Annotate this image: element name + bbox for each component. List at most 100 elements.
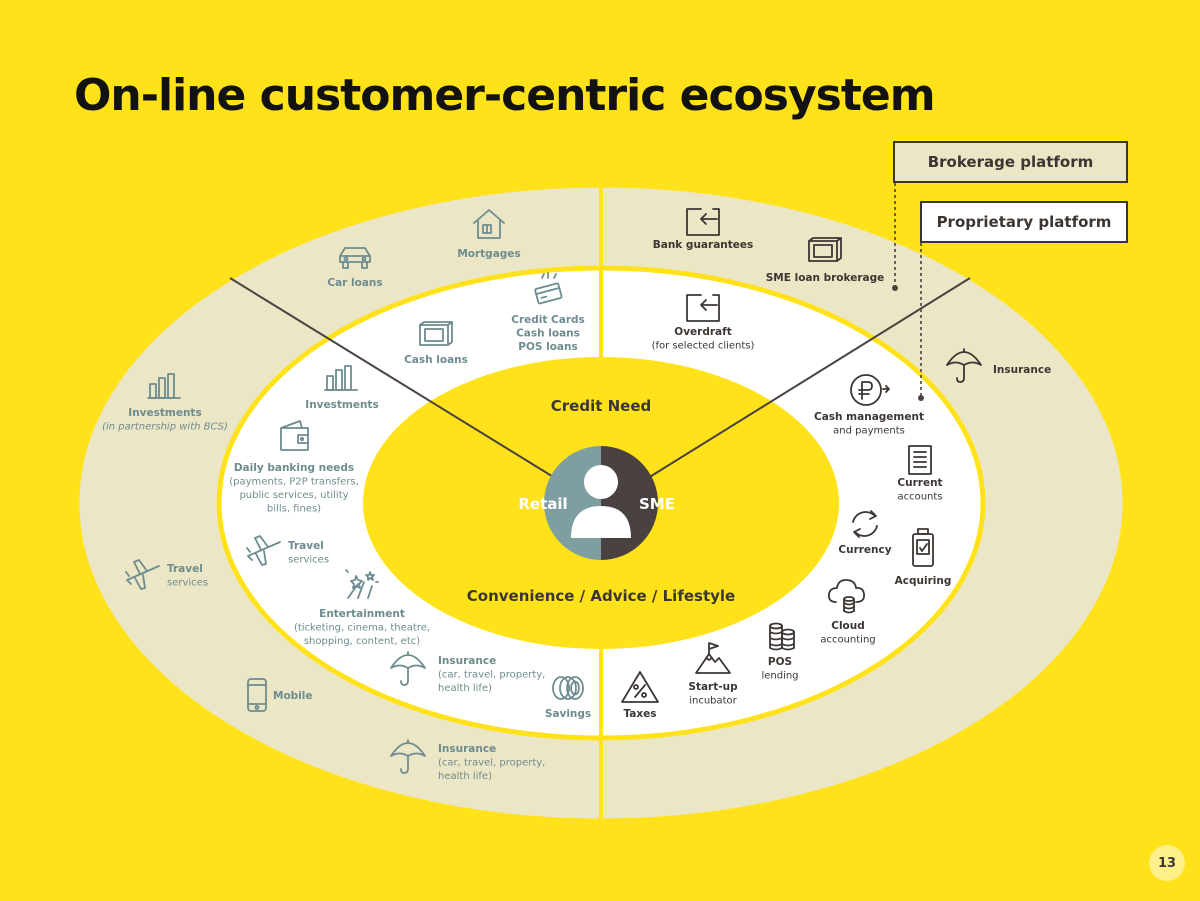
sme-outer-item-insurance: Insurance — [946, 348, 1051, 383]
retail-outer-item-label: Mobile — [273, 690, 313, 702]
credit-need-label: Credit Need — [551, 397, 652, 415]
retail-inner-item-entertainment: Entertainment(ticketing, cinema, theatre… — [294, 569, 430, 647]
document-list-icon — [908, 445, 932, 475]
retail-outer-item-detail: (in partnership with BCS) — [102, 422, 228, 433]
sme-inner-item-label: Cloud — [831, 620, 865, 632]
sme-inner-item-pos: POS lending — [761, 622, 799, 682]
retail-inner-item-detail: bills, fines) — [267, 504, 321, 515]
retail-outer-item-detail: (car, travel, property, — [438, 758, 545, 769]
retail-inner-item-detail: services — [288, 555, 329, 566]
sme-inner-item-label: Taxes — [623, 708, 656, 720]
legend-brokerage-label: Brokerage platform — [927, 153, 1094, 171]
exchange-arrows-icon — [852, 510, 878, 538]
retail-outer-item-investments: Investments (in partnership with BCS) — [102, 373, 228, 433]
legend-proprietary-label: Proprietary platform — [936, 213, 1112, 231]
sme-inner-item-label: POS — [768, 656, 792, 668]
sme-inner-item-label: Current — [897, 477, 942, 489]
sme-inner-item-label: Overdraft — [674, 326, 731, 338]
percent-triangle-icon — [621, 671, 659, 703]
sme-inner-item-cloud: Cloud accounting — [820, 579, 876, 646]
sme-inner-item-acquiring: Acquiring — [895, 528, 951, 587]
retail-inner-item-label: Entertainment — [319, 608, 405, 620]
retail-label: Retail — [518, 495, 567, 513]
retail-outer-item-detail: health life) — [438, 771, 492, 782]
retail-inner-item-investments: Investments — [305, 365, 379, 411]
sme-outer-item-sme-loan-brokerage: SME loan brokerage — [766, 237, 885, 284]
brokerage-connector-dot — [892, 285, 898, 291]
retail-outer-item-label: Car loans — [327, 277, 382, 289]
legend-proprietary-platform: Proprietary platform — [920, 201, 1128, 243]
sme-inner-item-currency: Currency — [838, 510, 892, 556]
retail-outer-item-label: Investments — [128, 407, 201, 419]
card-terminal-icon — [912, 528, 934, 567]
retail-inner-item-label: Credit Cards — [511, 314, 585, 326]
sme-inner-item-label: Start-up — [688, 681, 738, 693]
sme-inner-item-detail: (for selected clients) — [652, 341, 755, 352]
retail-inner-item-detail: public services, utility — [239, 490, 348, 501]
sme-inner-item-detail: accounting — [820, 635, 875, 646]
retail-outer-item-label: Mortgages — [457, 248, 520, 260]
umbrella-icon — [390, 651, 426, 686]
convenience-label: Convenience / Advice / Lifestyle — [467, 587, 735, 605]
bar-chart-icon — [324, 365, 358, 391]
legend-brokerage-platform: Brokerage platform — [893, 141, 1128, 183]
page-number-label: 13 — [1157, 855, 1177, 871]
wallet-icon — [280, 420, 309, 451]
cloud-coins-icon — [827, 579, 865, 614]
airplane-icon — [125, 559, 160, 590]
umbrella-icon — [946, 348, 982, 383]
retail-inner-item-daily-banking-needs: Daily banking needs (payments, P2P transf… — [229, 420, 359, 515]
sme-inner-item-label: Cash management — [814, 411, 924, 423]
sme-outer-item-label: Insurance — [993, 364, 1051, 376]
umbrella-icon — [390, 739, 426, 774]
sme-outer-item-label: SME loan brokerage — [766, 272, 885, 284]
retail-inner-item-detail: POS loans — [518, 341, 577, 353]
retail-inner-item-insurance: Insurance(car, travel, property,health l… — [390, 651, 545, 694]
segment-line-right — [647, 277, 971, 479]
retail-inner-item-detail: (payments, P2P transfers, — [229, 477, 359, 488]
sme-inner-item-start-up: Start-up incubator — [688, 642, 738, 707]
retail-inner-item-label: Investments — [305, 399, 378, 411]
retail-outer-item-label: Travel — [167, 563, 203, 575]
person-icon — [571, 465, 631, 538]
coins-icon — [552, 676, 584, 700]
retail-inner-item-detail: (car, travel, property, — [438, 670, 545, 681]
retail-inner-item-label: Daily banking needs — [234, 462, 354, 474]
sme-inner-item-detail: incubator — [689, 696, 737, 707]
retail-inner-item-cash-loans: Cash loans — [404, 321, 468, 366]
retail-inner-item-detail: shopping, content, etc) — [304, 636, 420, 647]
page-title: On-line customer-centric ecosystem — [74, 70, 936, 121]
credit-card-icon — [534, 272, 563, 305]
retail-inner-item-savings: Savings — [545, 676, 591, 720]
ruble-coin-icon — [850, 374, 890, 406]
retail-inner-item-label: Travel — [288, 540, 324, 552]
retail-outer-item-label: Insurance — [438, 743, 496, 755]
sme-inner-item-label: Currency — [838, 544, 891, 556]
banknotes-icon — [419, 321, 453, 346]
sme-label: SME — [639, 495, 675, 513]
retail-inner-item-label: Insurance — [438, 655, 496, 667]
sme-inner-item-detail: lending — [761, 671, 798, 682]
retail-outer-item-mortgages: Mortgages — [457, 209, 521, 260]
retail-outer-item-detail: services — [167, 578, 208, 589]
document-arrow-icon — [686, 294, 720, 322]
retail-outer-item-car-loans: Car loans — [327, 247, 383, 289]
retail-inner-item-detail: Cash loans — [516, 328, 580, 340]
page-number: 13 — [1149, 845, 1185, 881]
sme-inner-item-overdraft: Overdraft (for selected clients) — [652, 294, 755, 352]
airplane-icon — [246, 535, 281, 566]
retail-inner-item-label: Cash loans — [404, 354, 468, 366]
proprietary-connector-dot — [918, 395, 924, 401]
banknotes-icon — [808, 237, 842, 262]
retail-outer-item-insurance: Insurance (car, travel, property, health l… — [390, 739, 545, 782]
sme-outer-item-bank-guarantees: Bank guarantees — [653, 208, 754, 251]
document-arrow-icon — [686, 208, 720, 236]
sme-outer-item-label: Bank guarantees — [653, 239, 754, 251]
fireworks-icon — [345, 569, 379, 599]
